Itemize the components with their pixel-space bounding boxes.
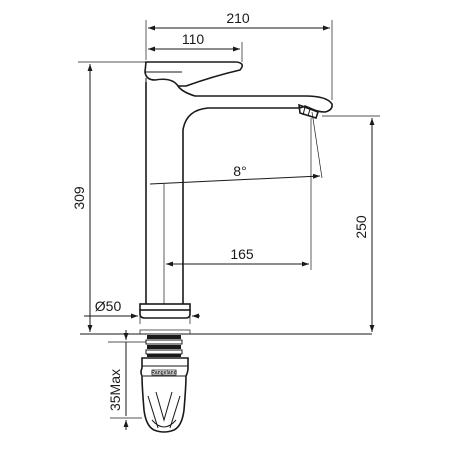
dim-label-250: 250 <box>353 215 369 239</box>
dim-label-110: 110 <box>182 31 205 47</box>
dim-label-angle: 8° <box>233 163 246 179</box>
brand-logo: Rangeland <box>151 370 177 376</box>
dim-spout-reach: 165 <box>163 118 312 304</box>
dim-handle-width: 110 <box>148 31 243 62</box>
dim-label-35max: 35Max <box>107 369 123 411</box>
dim-overall-height: 309 <box>71 61 146 332</box>
dim-overall-width: 210 <box>145 10 333 100</box>
dim-label-210: 210 <box>226 10 250 26</box>
dim-spout-height: 250 <box>322 115 380 332</box>
dim-label-165: 165 <box>230 246 254 262</box>
dim-base-diameter: Ø50 <box>84 298 200 324</box>
dim-mount-thickness: 35Max <box>107 330 146 430</box>
mounting-hardware: Rangeland <box>140 335 189 433</box>
dim-label-diameter: Ø50 <box>95 298 122 314</box>
dim-label-309: 309 <box>71 186 87 210</box>
faucet-body <box>80 61 372 335</box>
dim-spout-angle: 8° <box>149 111 323 185</box>
